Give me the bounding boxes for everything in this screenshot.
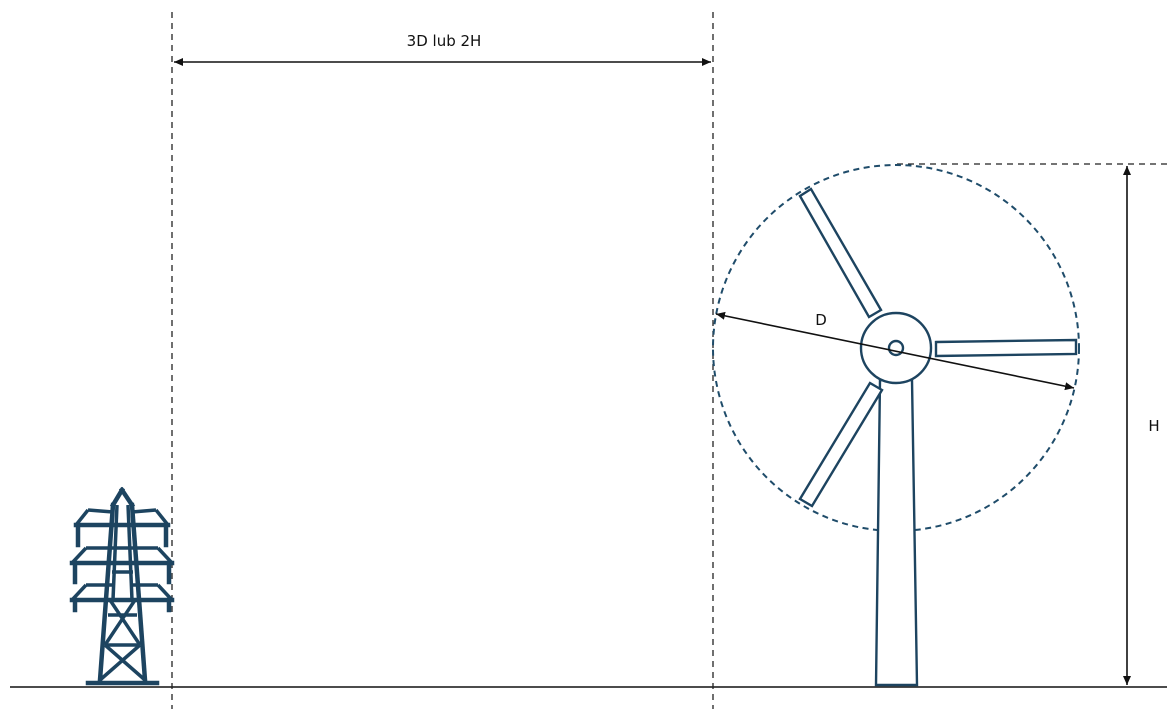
power-line-pylon-icon: [69, 486, 175, 686]
turbine-blade-lower-left: [798, 381, 884, 508]
turbine-blade-right: [934, 338, 1078, 358]
turbine-blade-upper-left: [798, 187, 883, 319]
wind-turbine-icon: [712, 164, 1080, 687]
diameter-label: D: [815, 311, 827, 329]
distance-label: 3D lub 2H: [407, 32, 482, 50]
diameter-dimension-arrow: [715, 311, 1075, 391]
turbine-tower: [874, 378, 919, 687]
height-label: H: [1148, 417, 1159, 435]
